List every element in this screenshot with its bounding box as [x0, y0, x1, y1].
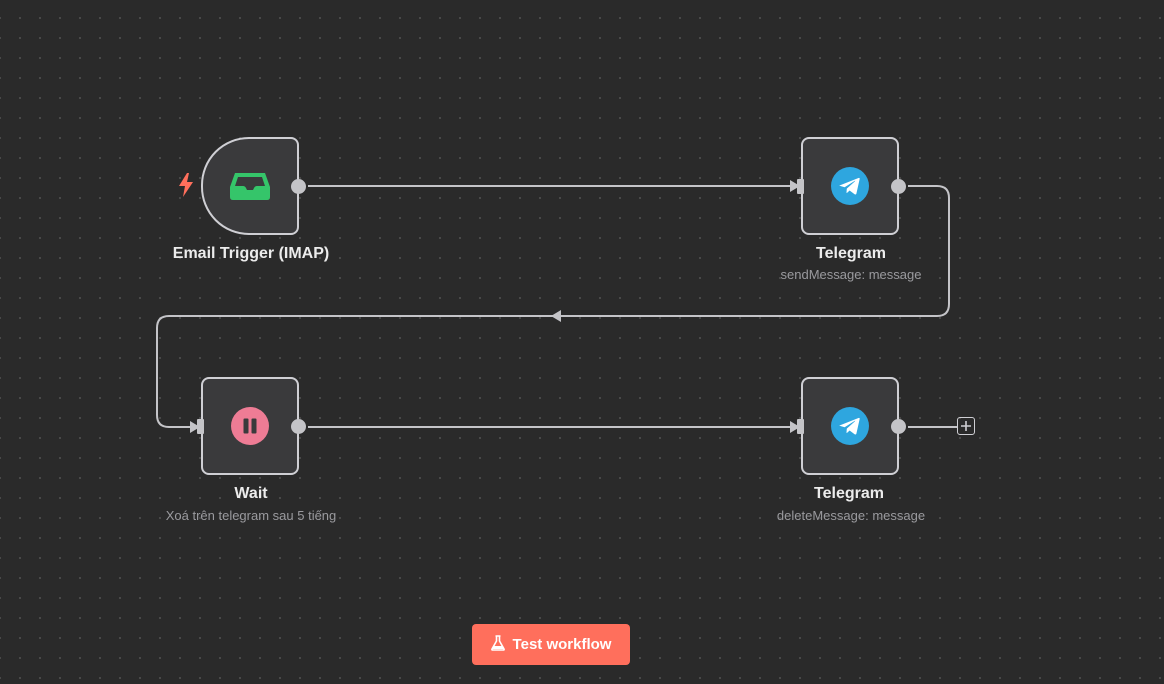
output-port[interactable] [891, 179, 906, 194]
input-port[interactable] [797, 179, 804, 194]
node-title: Email Trigger (IMAP) [172, 245, 330, 262]
input-port[interactable] [797, 419, 804, 434]
node-subtitle: deleteMessage: message [776, 508, 926, 523]
flask-icon [490, 634, 505, 655]
input-port[interactable] [197, 419, 204, 434]
node-subtitle: Xoá trên telegram sau 5 tiếng [165, 508, 337, 523]
node-telegram-delete[interactable] [797, 377, 906, 475]
telegram-icon [831, 407, 869, 445]
test-workflow-label: Test workflow [512, 636, 612, 653]
add-node-button[interactable] [957, 417, 975, 435]
node-email-trigger[interactable] [201, 137, 306, 235]
node-subtitle: sendMessage: message [780, 267, 922, 282]
pause-icon [231, 407, 269, 445]
inbox-icon [229, 171, 271, 201]
node-title: Telegram [814, 485, 884, 502]
trigger-bolt-icon [178, 173, 194, 202]
node-title: Wait [234, 485, 268, 502]
node-title: Telegram [816, 245, 886, 262]
plus-icon [961, 421, 971, 431]
node-telegram-send[interactable] [797, 137, 906, 235]
output-port[interactable] [291, 419, 306, 434]
test-workflow-button[interactable]: Test workflow [472, 624, 630, 665]
output-port[interactable] [891, 419, 906, 434]
node-wait[interactable] [197, 377, 306, 475]
connection-mid-arrowhead [551, 310, 561, 322]
output-port[interactable] [291, 179, 306, 194]
telegram-icon [831, 167, 869, 205]
